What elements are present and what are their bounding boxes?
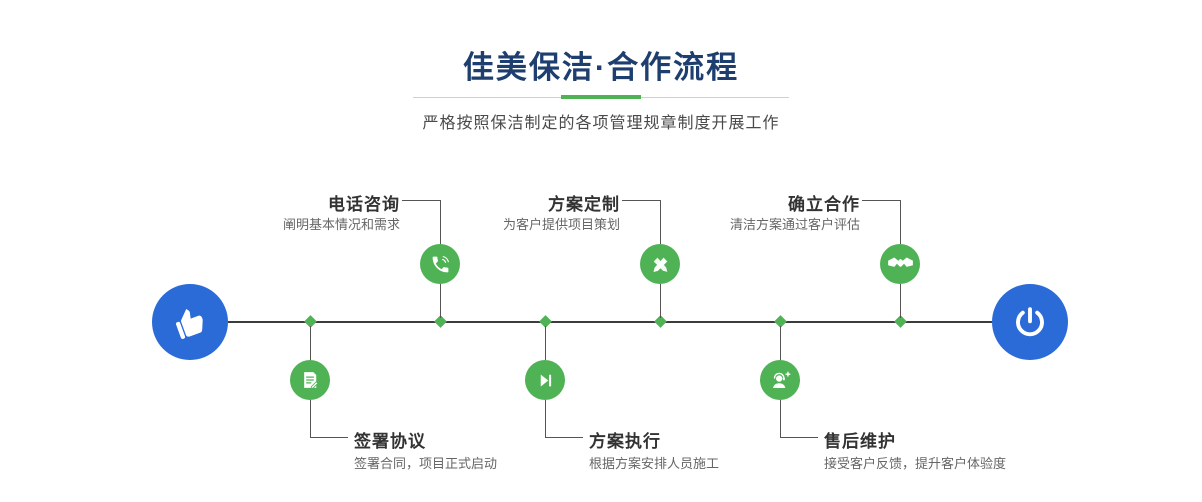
end-node: [992, 284, 1068, 360]
thumb-hand-icon: [172, 304, 208, 340]
connector: [545, 400, 546, 437]
step-desc-contract: 签署合同，项目正式启动: [354, 456, 498, 471]
phone-icon: [430, 254, 451, 275]
step-label-design: 方案定制: [548, 195, 620, 214]
step-node-execute: [525, 360, 565, 400]
connector: [660, 200, 661, 244]
step-node-support: [760, 360, 800, 400]
title-divider-accent: [561, 95, 641, 99]
step-node-phone: [420, 244, 460, 284]
connector: [440, 284, 441, 318]
page-title: 佳美保洁·合作流程: [462, 50, 740, 85]
step-desc-execute: 根据方案安排人员施工: [589, 456, 720, 471]
step-label-phone: 电话咨询: [328, 195, 400, 214]
step-label-contract: 签署协议: [354, 432, 426, 451]
step-label-cooperate: 确立合作: [788, 195, 860, 214]
handshake-icon: [887, 256, 913, 273]
connector: [440, 200, 441, 244]
contract-icon: [300, 370, 320, 390]
connector: [310, 437, 348, 438]
connector: [545, 437, 583, 438]
connector: [310, 326, 311, 360]
page-subtitle: 严格按照保洁制定的各项管理规章制度开展工作: [422, 115, 780, 132]
connector: [402, 200, 440, 201]
headset-support-icon: [770, 370, 791, 391]
connector: [622, 200, 660, 201]
step-desc-cooperate: 清洁方案通过客户评估: [729, 217, 860, 232]
step-desc-design: 为客户提供项目策划: [502, 217, 620, 232]
step-node-design: [640, 244, 680, 284]
step-desc-support: 接受客户反馈，提升客户体验度: [824, 456, 1007, 471]
connector: [780, 400, 781, 437]
power-icon: [1012, 304, 1048, 340]
play-execute-icon: [536, 371, 555, 390]
step-label-support: 售后维护: [824, 432, 896, 451]
connector: [310, 400, 311, 437]
step-node-contract: [290, 360, 330, 400]
connector: [545, 326, 546, 360]
connector: [660, 284, 661, 318]
connector: [900, 284, 901, 318]
step-node-cooperate: [880, 244, 920, 284]
connector: [900, 200, 901, 244]
step-desc-phone: 阐明基本情况和需求: [282, 217, 400, 232]
connector: [862, 200, 900, 201]
timeline-line: [228, 321, 992, 323]
connector: [780, 326, 781, 360]
start-node: [152, 284, 228, 360]
design-pencils-icon: [650, 254, 671, 275]
connector: [780, 437, 818, 438]
step-label-execute: 方案执行: [589, 432, 661, 451]
